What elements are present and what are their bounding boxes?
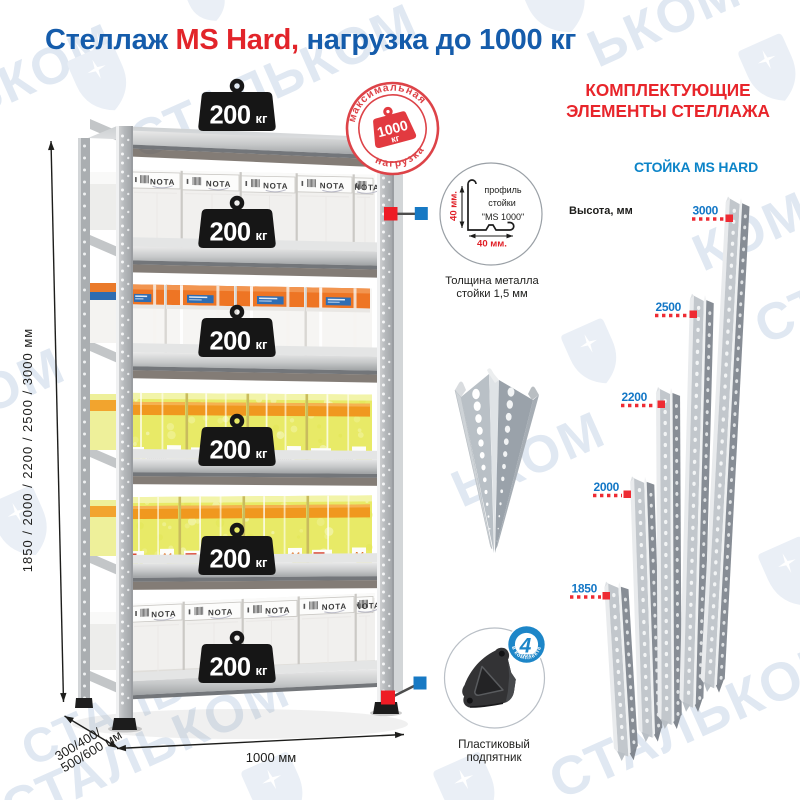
svg-text:NOTA: NOTA <box>354 183 379 193</box>
svg-text:4: 4 <box>519 635 532 658</box>
svg-text:2000: 2000 <box>594 480 620 494</box>
svg-text:штуки: штуки <box>518 653 533 658</box>
svg-text:1000: 1000 <box>375 117 409 141</box>
svg-text:3000: 3000 <box>693 204 719 218</box>
svg-text:"MS 1000": "MS 1000" <box>482 212 524 222</box>
svg-text:40 мм.: 40 мм. <box>477 239 507 250</box>
svg-text:СТ: СТ <box>746 274 800 356</box>
svg-text:КОМ: КОМ <box>0 337 74 439</box>
svg-text:NOTA: NOTA <box>320 181 345 191</box>
svg-text:профиль: профиль <box>484 185 522 195</box>
svg-text:1000 мм: 1000 мм <box>246 750 296 765</box>
svg-text:NOTA: NOTA <box>151 609 176 619</box>
svg-text:2500: 2500 <box>656 300 682 314</box>
svg-text:NOTA: NOTA <box>322 602 347 612</box>
svg-text:NOTA: NOTA <box>206 179 231 189</box>
svg-text:стойки: стойки <box>488 198 516 208</box>
svg-text:NOTA: NOTA <box>265 606 290 616</box>
svg-text:NOTA: NOTA <box>263 181 288 191</box>
svg-text:1850 / 2000 / 2200 / 2500 / 30: 1850 / 2000 / 2200 / 2500 / 3000 мм <box>20 328 35 572</box>
svg-text:NOTA: NOTA <box>150 177 175 187</box>
svg-text:2200: 2200 <box>622 390 648 404</box>
svg-text:стойки 1,5 мм: стойки 1,5 мм <box>456 288 527 300</box>
svg-text:40 мм.: 40 мм. <box>449 191 460 221</box>
svg-text:1850: 1850 <box>572 582 598 596</box>
svg-text:NOTA: NOTA <box>208 607 233 617</box>
svg-text:кг: кг <box>390 133 401 145</box>
svg-text:Толщина металла: Толщина металла <box>445 275 539 287</box>
